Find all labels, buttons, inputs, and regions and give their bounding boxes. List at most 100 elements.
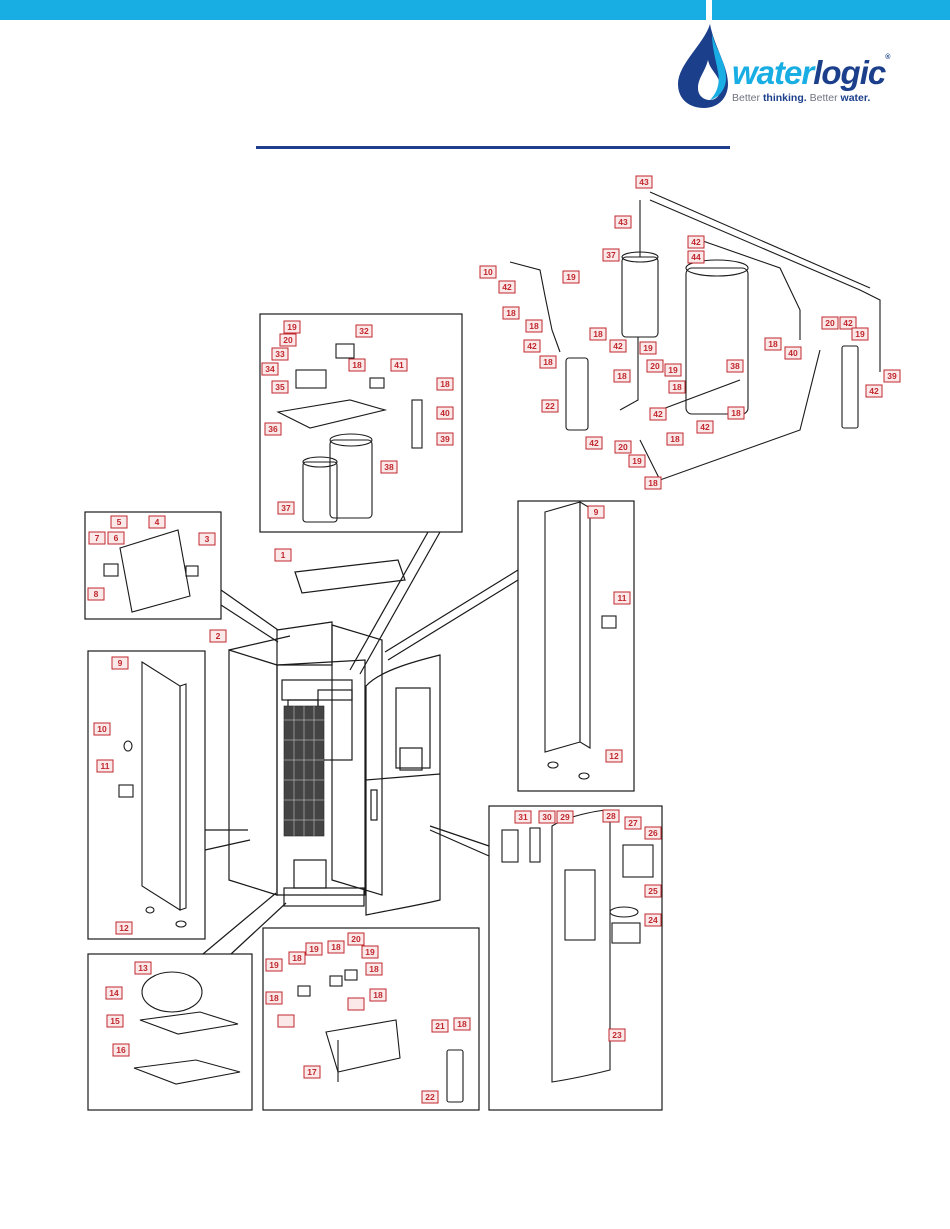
top-bar-divider — [706, 0, 712, 20]
callout-label: 36 — [268, 424, 278, 434]
callout-label: 27 — [628, 818, 638, 828]
callout-label: 19 — [632, 456, 642, 466]
title-rule — [256, 146, 730, 149]
callout-label: 19 — [309, 944, 319, 954]
callout-label: 17 — [307, 1067, 317, 1077]
callout-label: 18 — [506, 308, 516, 318]
callout-label: 1 — [281, 550, 286, 560]
callout-label: 18 — [373, 990, 383, 1000]
callout-label: 40 — [440, 408, 450, 418]
callout-label: 42 — [869, 386, 879, 396]
callout-label: 19 — [365, 947, 375, 957]
callout-label: 6 — [114, 533, 119, 543]
callout-label: 20 — [283, 335, 293, 345]
callout-label: 33 — [275, 349, 285, 359]
callout-label: 18 — [269, 993, 279, 1003]
callout-label: 18 — [292, 953, 302, 963]
water-drop-icon — [678, 24, 728, 108]
chiller-detail-box — [259, 313, 463, 533]
callout-label: 44 — [691, 252, 701, 262]
brand-word-water: water — [732, 54, 814, 91]
callout-label: 42 — [589, 438, 599, 448]
callout-label: 40 — [788, 348, 798, 358]
callout-label: 18 — [369, 964, 379, 974]
callout-label: 20 — [825, 318, 835, 328]
callout-label: 42 — [843, 318, 853, 328]
callout-label: 14 — [109, 988, 119, 998]
callout-label: 20 — [650, 361, 660, 371]
callout-label: 18 — [529, 321, 539, 331]
callout-label: 18 — [670, 434, 680, 444]
callout-label: 7 — [95, 533, 100, 543]
callout-label: 19 — [566, 272, 576, 282]
callout-label: 20 — [351, 934, 361, 944]
callout-label: 5 — [117, 517, 122, 527]
callout-label: 32 — [359, 326, 369, 336]
callout-label: 16 — [116, 1045, 126, 1055]
front-panel-detail-box — [488, 805, 663, 1111]
callout-label: 31 — [518, 812, 528, 822]
callout-label: 18 — [457, 1019, 467, 1029]
callout-label: 28 — [606, 811, 616, 821]
callout-label: 19 — [287, 322, 297, 332]
callout-label: 11 — [618, 593, 627, 603]
right-panel-detail-box — [517, 500, 635, 792]
callout-label: 18 — [731, 408, 741, 418]
callout-label: 39 — [887, 371, 897, 381]
callout-label: 20 — [618, 442, 628, 452]
callout-label: 29 — [560, 812, 570, 822]
callout-label: 21 — [435, 1021, 445, 1031]
callout-label: 38 — [730, 361, 740, 371]
callout-label: 37 — [606, 250, 616, 260]
callout-label: 23 — [612, 1030, 622, 1040]
callout-label: 43 — [639, 177, 649, 187]
callout-label: 18 — [331, 942, 341, 952]
callout-label: 26 — [648, 828, 658, 838]
callout-label: 42 — [613, 341, 623, 351]
callout-label: 18 — [617, 371, 627, 381]
registered-mark: ® — [885, 54, 890, 61]
callout-label: 9 — [118, 658, 123, 668]
callout-label: 2 — [216, 631, 221, 641]
brand-wordmark: waterlogic® — [732, 54, 890, 92]
brand-tagline: Better thinking. Better water. — [732, 92, 871, 104]
callout-label: 42 — [691, 237, 701, 247]
callout-label: 10 — [97, 724, 107, 734]
callout-label: 37 — [281, 503, 291, 513]
callout-label: 3 — [205, 534, 210, 544]
callout-label: 12 — [609, 751, 619, 761]
callout-label: 10 — [483, 267, 493, 277]
callout-label: 42 — [653, 409, 663, 419]
callout-label: 34 — [265, 364, 275, 374]
callout-label: 22 — [545, 401, 555, 411]
callout-label: 18 — [672, 382, 682, 392]
top-brand-bar — [0, 0, 950, 20]
brand-word-logic: logic — [813, 54, 886, 91]
callout-label: 18 — [352, 360, 362, 370]
callout-label: 11 — [101, 761, 110, 771]
callout-label: 35 — [275, 382, 285, 392]
callout-label: 38 — [384, 462, 394, 472]
callout-label: 42 — [527, 341, 537, 351]
callout-label: 18 — [593, 329, 603, 339]
callout-label: 19 — [855, 329, 865, 339]
left-panel-detail-box — [87, 650, 206, 940]
valve-detail-box — [262, 927, 480, 1111]
callout-label: 8 — [94, 589, 99, 599]
callout-label: 42 — [700, 422, 710, 432]
waterlogic-logo: waterlogic® Better thinking. Better wate… — [672, 20, 902, 112]
callout-label: 39 — [440, 434, 450, 444]
callout-label: 13 — [138, 963, 148, 973]
callout-label: 19 — [643, 343, 653, 353]
callout-label: 12 — [119, 923, 129, 933]
callout-label: 41 — [394, 360, 404, 370]
callout-label: 25 — [648, 886, 658, 896]
callout-label: 22 — [425, 1092, 435, 1102]
control-detail-box — [84, 511, 222, 620]
callout-label: 19 — [668, 365, 678, 375]
callout-label: 4 — [155, 517, 160, 527]
callout-label: 43 — [618, 217, 628, 227]
callout-label: 18 — [648, 478, 658, 488]
callout-label: 15 — [110, 1016, 120, 1026]
